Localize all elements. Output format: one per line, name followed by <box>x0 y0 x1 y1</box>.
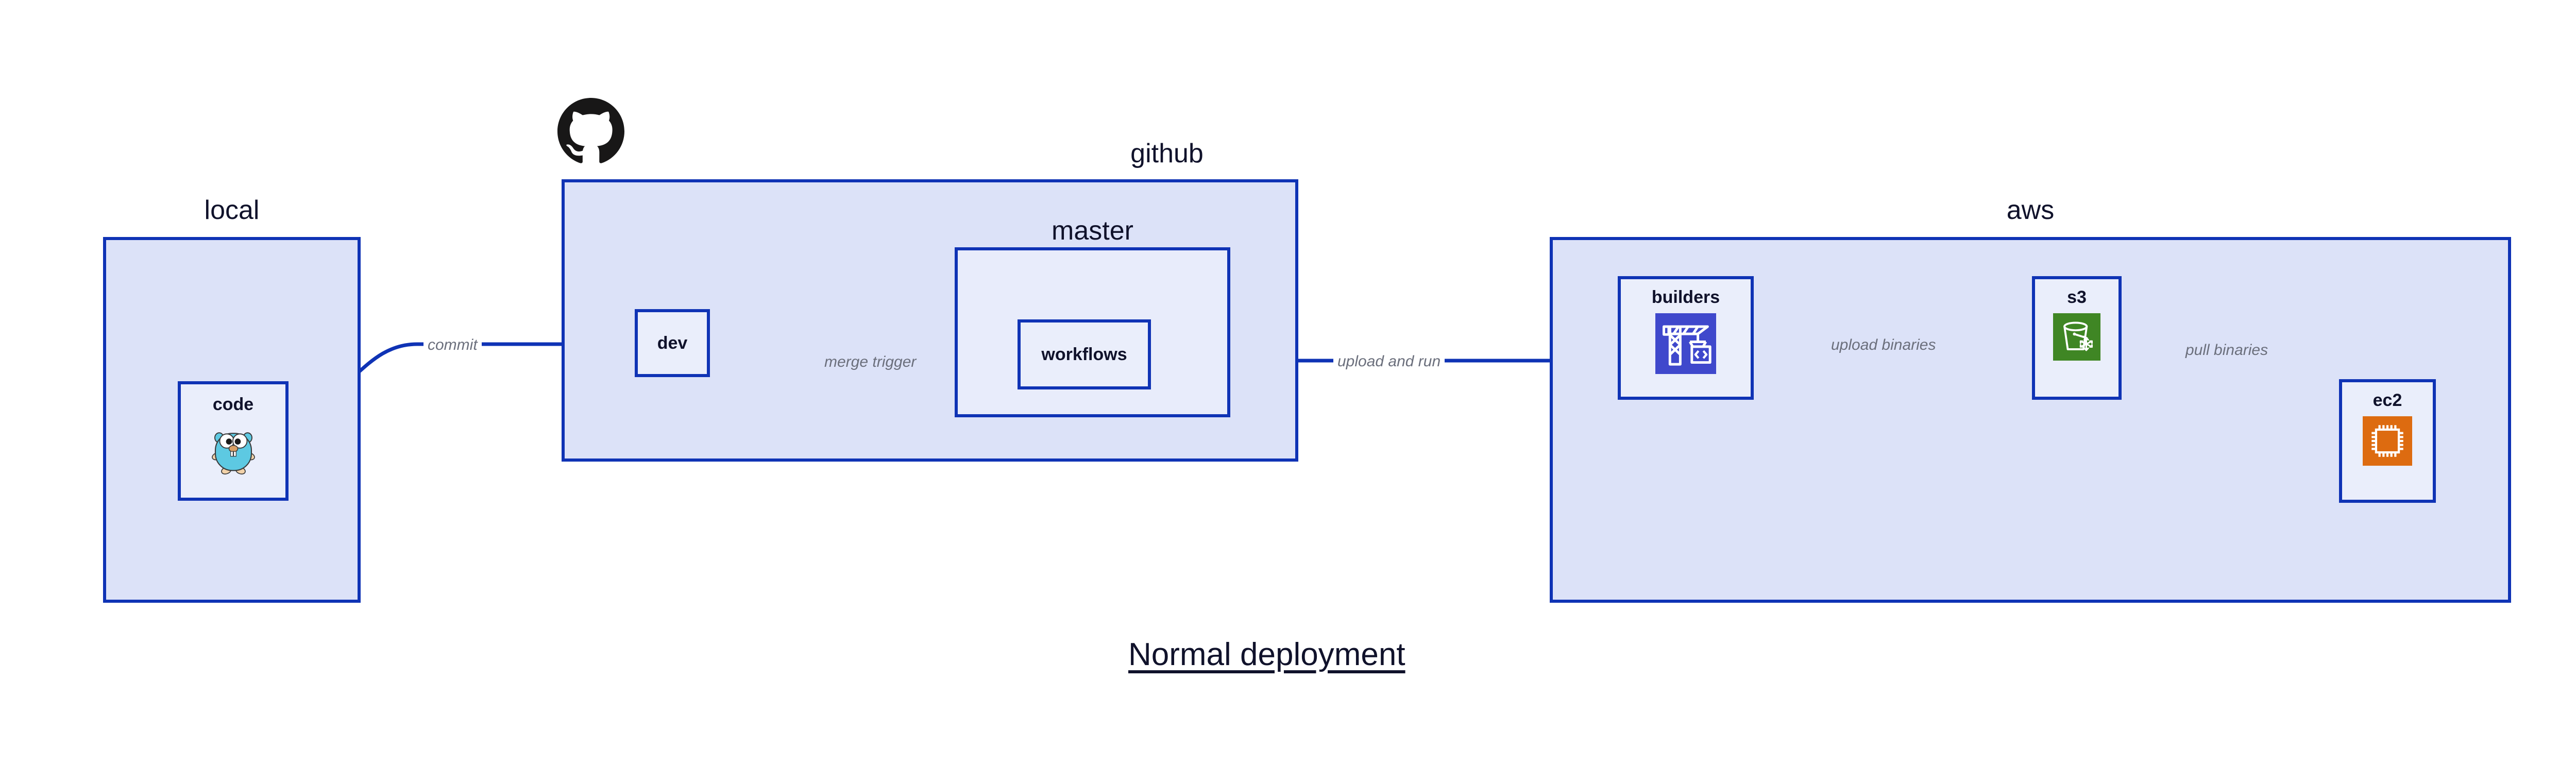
node-builders-label: builders <box>1651 287 1720 307</box>
edge-label-merge-trigger: merge trigger <box>820 354 921 370</box>
edge-label-upload-and-run: upload and run <box>1333 354 1445 369</box>
crane-code-icon <box>1655 313 1716 377</box>
cpu-chip-icon <box>2363 416 2412 468</box>
cluster-master-label: master <box>1052 216 1133 246</box>
cluster-local-label: local <box>204 195 260 225</box>
node-s3-label: s3 <box>2067 287 2087 307</box>
node-code-label: code <box>212 395 254 414</box>
node-dev-label: dev <box>657 333 688 353</box>
edge-label-pull-binaries: pull binaries <box>2181 343 2273 358</box>
node-workflows-label: workflows <box>1041 345 1127 364</box>
s3-bucket-icon <box>2053 313 2100 363</box>
edge-label-upload-binaries: upload binaries <box>1827 337 1940 353</box>
edge-label-commit: commit <box>423 337 482 353</box>
node-builders[interactable]: builders <box>1618 276 1754 400</box>
node-ec2[interactable]: ec2 <box>2339 379 2436 503</box>
node-dev[interactable]: dev <box>635 309 710 377</box>
node-code[interactable]: code <box>178 381 289 501</box>
diagram-title: Normal deployment <box>1128 637 1405 672</box>
go-gopher-icon <box>206 422 261 480</box>
node-workflows[interactable]: workflows <box>1018 319 1151 389</box>
node-s3[interactable]: s3 <box>2032 276 2122 400</box>
cluster-github-label: github <box>1130 139 1204 168</box>
github-octocat-logo <box>557 98 624 165</box>
node-ec2-label: ec2 <box>2372 390 2402 410</box>
cluster-aws-label: aws <box>2006 195 2055 225</box>
